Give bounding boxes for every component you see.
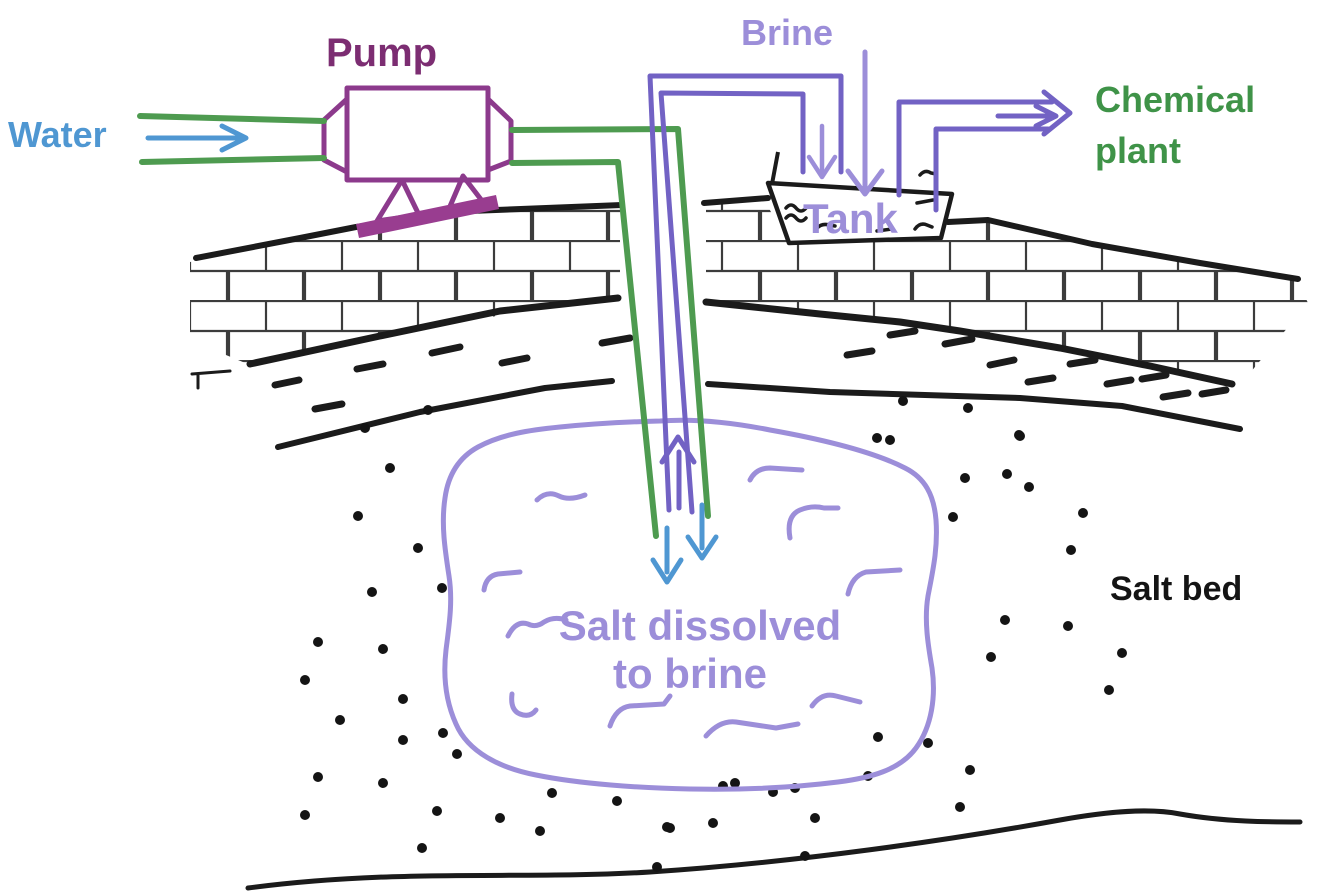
pump-right-coupling	[485, 96, 514, 173]
ground-surface-left	[193, 202, 625, 261]
shale-dashes	[271, 327, 1230, 413]
brick-bottom-left	[246, 294, 622, 368]
brine-riser-outer-wall	[647, 73, 844, 513]
tank-label: Tank	[803, 195, 899, 242]
brine-cavity: Salt dissolved to brine	[440, 417, 939, 792]
tank-outlet-arrow	[995, 89, 1073, 137]
water-inlet-pipe-top	[137, 113, 327, 124]
shale-bottom-right	[705, 381, 1243, 432]
well-and-pipes	[137, 49, 1073, 585]
tank-assembly: Tank	[765, 151, 955, 246]
tank-outlet-inner-wall	[933, 126, 1051, 213]
rock-layers	[190, 195, 1308, 450]
water-inlet-arrow	[145, 123, 249, 153]
tank-outlet-outer-wall	[896, 99, 1055, 198]
salt-bed-layer: Salt bed	[245, 396, 1303, 891]
salt-bed-bottom-curve	[245, 808, 1303, 891]
tank-left-rim-spike	[770, 151, 780, 185]
pump-label: Pump	[326, 31, 437, 75]
pump-body	[344, 85, 491, 183]
cavity-label-line1: Salt dissolved	[559, 602, 841, 649]
cavity-outline	[440, 417, 939, 792]
brine-down-to-tank-arrow	[806, 123, 838, 180]
salt-bed-dots	[300, 396, 1127, 872]
chemical-plant-label-line2: plant	[1095, 130, 1181, 171]
tank-liquid-marks	[784, 169, 938, 233]
brick-bottom-right	[702, 298, 1236, 388]
flow-labels: Water Brine Chemical plant	[8, 12, 1255, 171]
well-casing-right	[509, 126, 711, 519]
water-injection-arrows	[650, 502, 719, 585]
brick-band-left	[190, 206, 620, 365]
brine-riser-up-arrow	[659, 434, 697, 511]
brick-band-right	[706, 199, 1308, 385]
brine-squiggles	[481, 465, 903, 739]
brine-label: Brine	[741, 12, 833, 53]
ground-surface-right	[701, 195, 771, 206]
well-casing-left	[509, 159, 659, 539]
brine-label-arrow	[845, 49, 885, 197]
water-inlet-pipe-bottom	[139, 155, 327, 165]
ground-surface-far-right	[945, 217, 1301, 282]
pump-left-coupling	[321, 96, 350, 175]
chemical-plant-label-line1: Chemical	[1095, 79, 1255, 120]
salt-bed-label: Salt bed	[1110, 570, 1242, 608]
cavity-label-line2: to brine	[613, 650, 767, 697]
brine-riser-inner-wall	[658, 90, 806, 515]
pump-assembly: Pump	[321, 31, 514, 238]
pump-base-skid	[356, 195, 499, 238]
shale-bottom-left	[275, 378, 615, 450]
brick-edge-tick	[190, 369, 232, 390]
water-label: Water	[8, 114, 107, 155]
tank-body	[765, 180, 955, 246]
